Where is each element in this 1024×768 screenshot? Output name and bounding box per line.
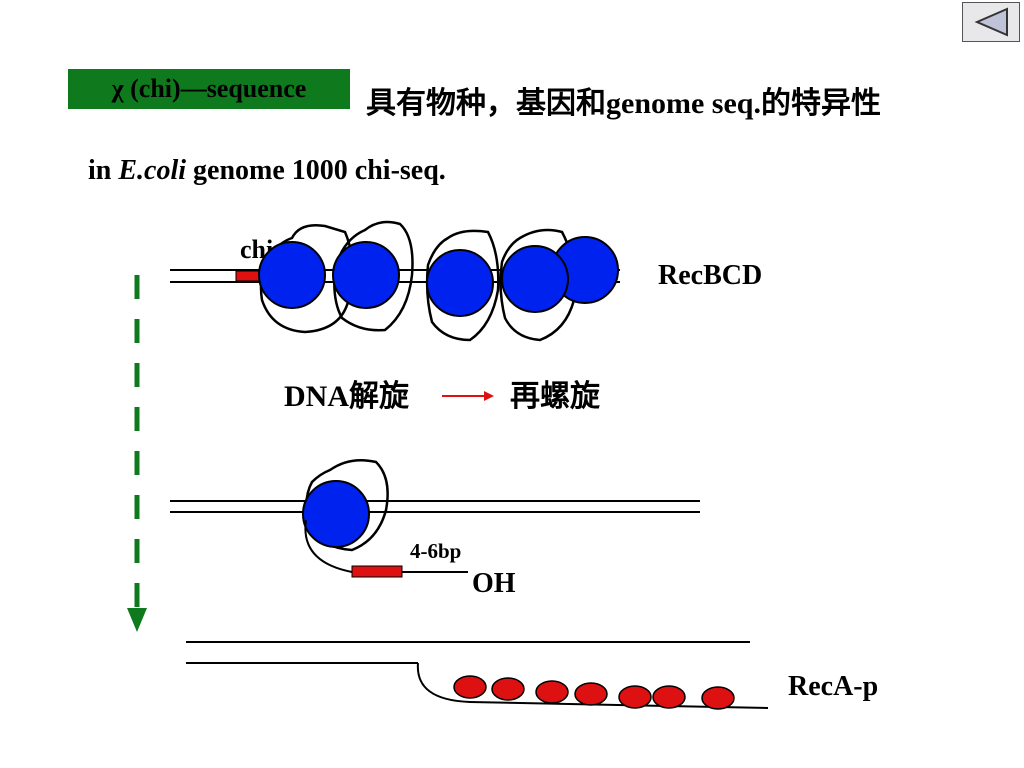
recbcd-protein-circles: [258, 236, 619, 317]
chi-site-marker-tail: [351, 565, 403, 578]
reca-protein-ovals: [453, 675, 735, 710]
back-nav-button[interactable]: [962, 2, 1020, 42]
oh-label: OH: [472, 568, 516, 599]
dna-strands-bottom: [186, 641, 769, 709]
chi-count-line: in E.coli genome 1000 chi-seq.: [88, 155, 446, 187]
progress-arrow: [127, 275, 147, 632]
dna-duplex-middle: [170, 500, 700, 513]
line2-prefix: in: [88, 155, 119, 186]
species-name: E.coli: [118, 155, 187, 186]
triangle-left-icon: [974, 7, 1008, 37]
title-bold-term: genome seq.: [606, 87, 761, 120]
dna-unwind-label: DNA解旋: [284, 380, 409, 413]
red-process-arrow: [442, 391, 494, 401]
rewind-label: 再螺旋: [510, 380, 600, 413]
title-cn-suffix: 的特异性: [760, 87, 881, 120]
title-description: 具有物种，基因和genome seq.的特异性: [366, 78, 881, 122]
title-badge-text: χ (chi)—sequence: [111, 74, 307, 103]
bp-length-label: 4-6bp: [410, 539, 461, 563]
recbcd-label: RecBCD: [658, 260, 762, 291]
title-badge: χ (chi)—sequence: [68, 69, 350, 109]
recbcd-protein-circle: [302, 480, 370, 548]
single-strand-tail: [304, 519, 468, 573]
recbcd-complex-outline: [305, 459, 389, 552]
reca-label: RecA-p: [788, 671, 878, 702]
line2-suffix: genome 1000 chi-seq.: [186, 155, 446, 186]
title-cn-prefix: 具有物种，基因和: [366, 87, 606, 120]
